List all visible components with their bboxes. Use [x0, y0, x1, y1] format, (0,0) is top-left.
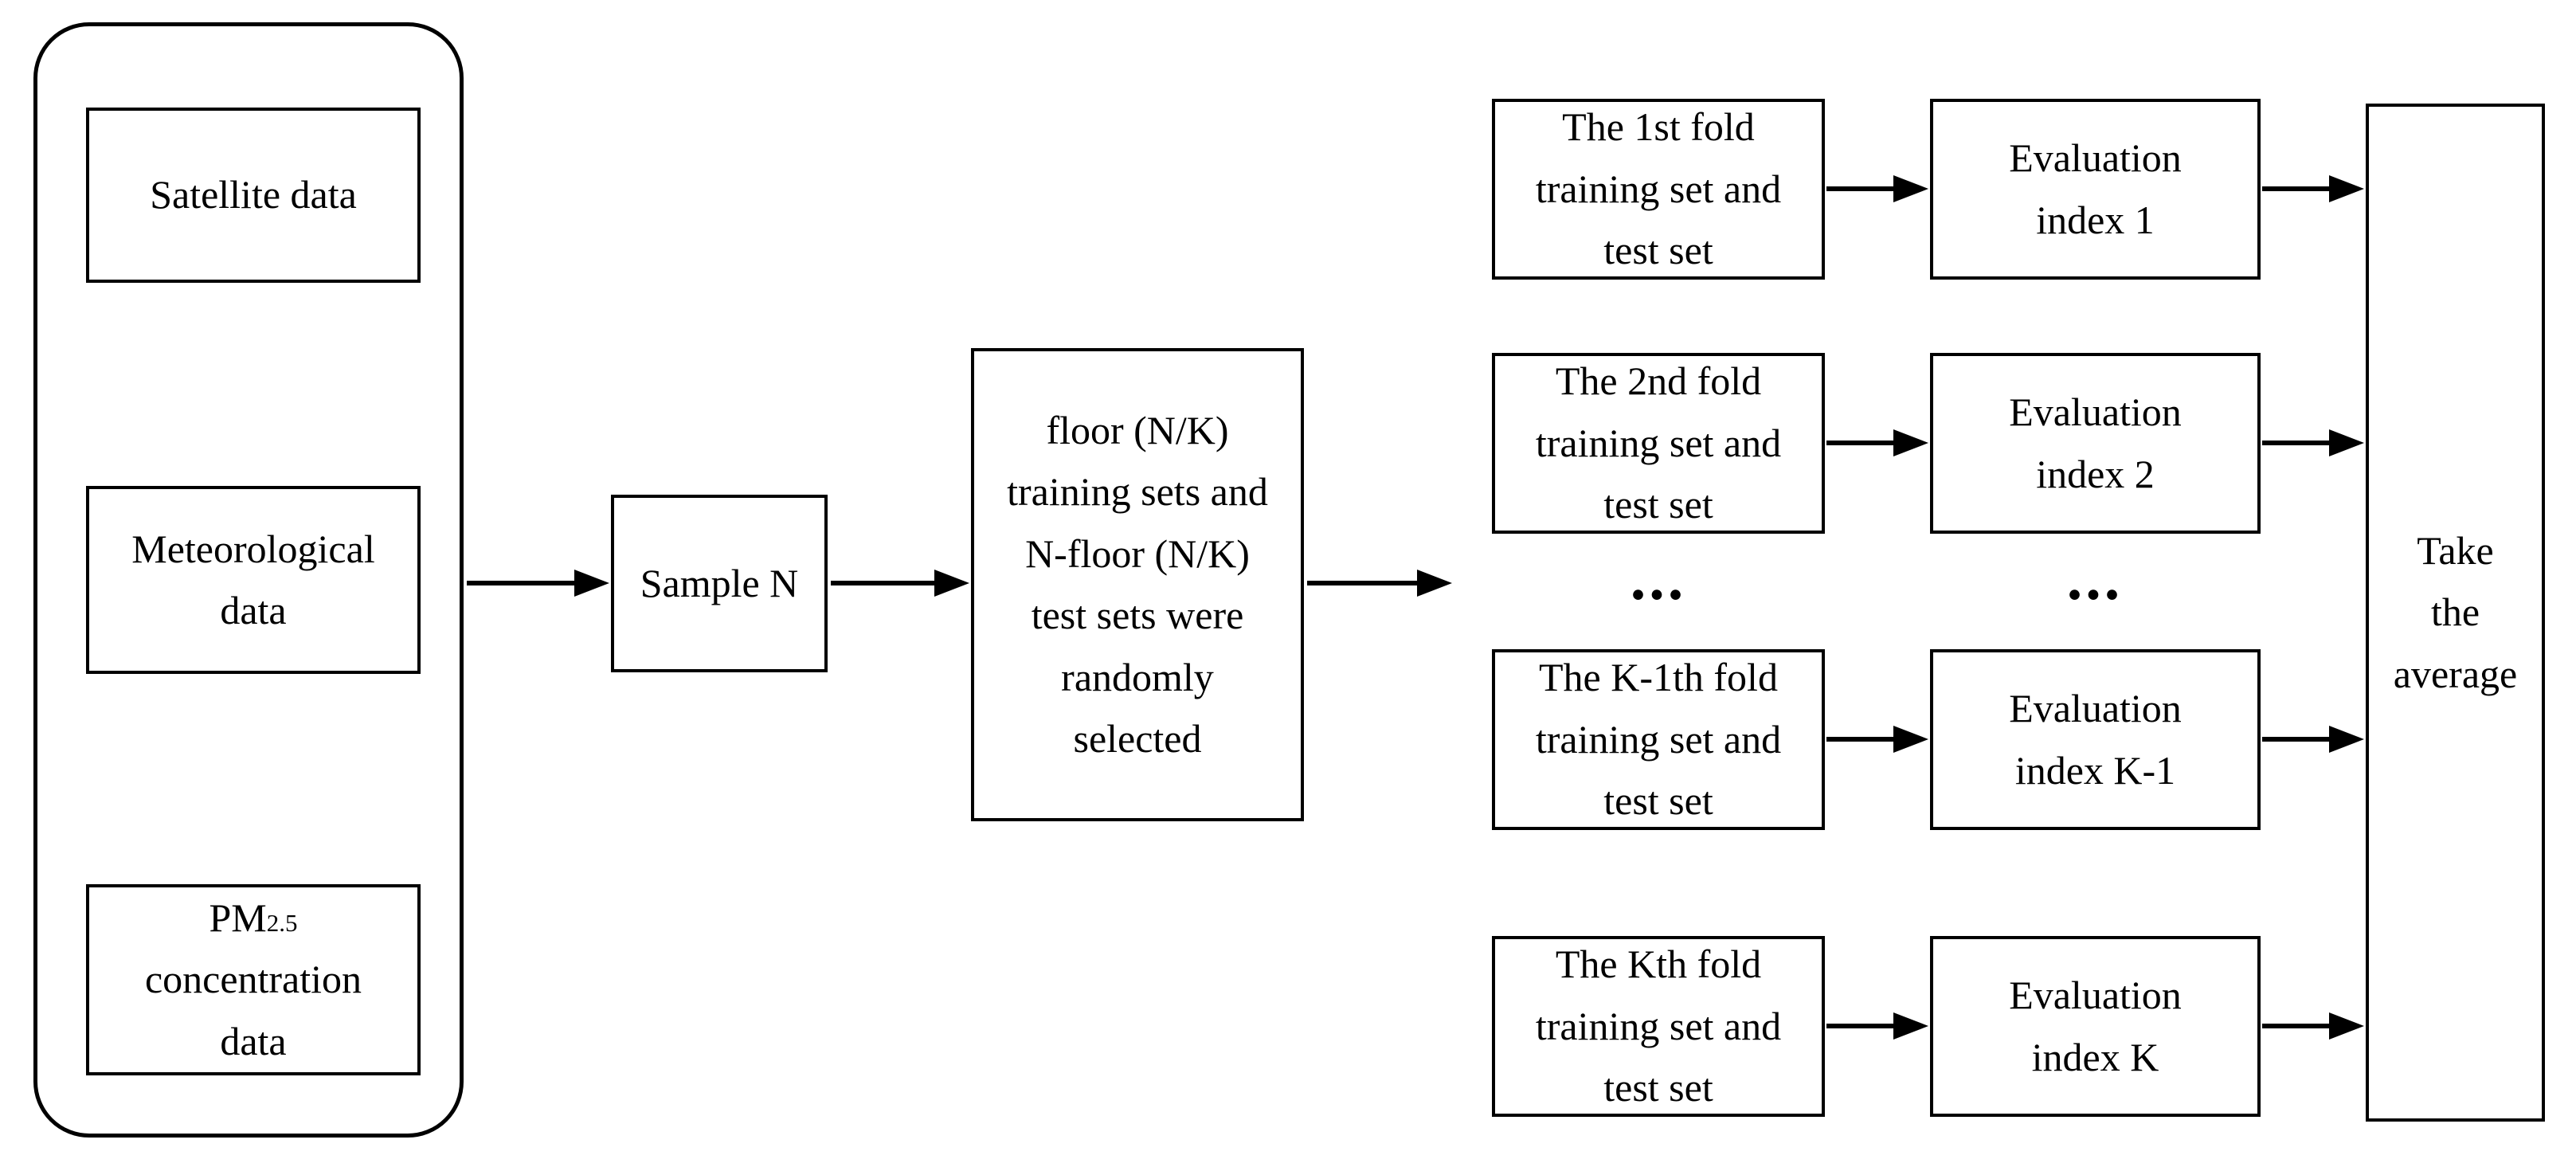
fold-k-1-box: The K-1th fold training set and test set: [1492, 649, 1825, 830]
satellite-data-box: Satellite data: [86, 108, 421, 283]
arrow-fold2-to-eval2: [1826, 429, 1928, 457]
arrow-sample-to-split: [831, 569, 969, 597]
arrow-head-icon: [1893, 429, 1928, 456]
arrow-shaft: [1826, 186, 1893, 191]
arrow-evalk1-to-average: [2262, 725, 2364, 754]
arrow-fold1-to-eval1: [1826, 174, 1928, 203]
arrow-head-icon: [1893, 726, 1928, 753]
arrow-shaft: [1307, 581, 1417, 585]
arrow-foldk-to-evalk: [1826, 1012, 1928, 1040]
arrow-shaft: [467, 581, 574, 585]
pm25-prefix: PM: [209, 895, 267, 940]
arrow-head-icon: [934, 570, 969, 597]
arrow-shaft: [2262, 1024, 2329, 1028]
fold-1-box: The 1st fold training set and test set: [1492, 99, 1825, 280]
evaluation-k-box: Evaluation index K: [1930, 936, 2261, 1117]
arrow-shaft: [2262, 441, 2329, 445]
arrow-head-icon: [2329, 1012, 2364, 1040]
evaluation-2-box: Evaluation index 2: [1930, 353, 2261, 534]
arrow-inputs-to-sample: [467, 569, 609, 597]
arrow-foldk1-to-evalk1: [1826, 725, 1928, 754]
arrow-head-icon: [574, 570, 609, 597]
arrow-head-icon: [2329, 726, 2364, 753]
arrow-split-to-folds: [1307, 569, 1452, 597]
arrow-head-icon: [1893, 175, 1928, 202]
evaluation-k-1-box: Evaluation index K-1: [1930, 649, 2261, 830]
fold-ellipsis: ...: [1630, 543, 1687, 613]
evaluation-ellipsis: ...: [2066, 543, 2124, 613]
meteorological-data-box: Meteorological data: [86, 486, 421, 674]
evaluation-1-box: Evaluation index 1: [1930, 99, 2261, 280]
arrow-shaft: [1826, 737, 1893, 742]
arrow-eval1-to-average: [2262, 174, 2364, 203]
pm25-rest-label: concentration data: [144, 957, 362, 1063]
arrow-evalk-to-average: [2262, 1012, 2364, 1040]
fold-k-box: The Kth fold training set and test set: [1492, 936, 1825, 1117]
arrow-head-icon: [2329, 429, 2364, 456]
take-average-box: Take the average: [2366, 104, 2545, 1122]
fold-2-box: The 2nd fold training set and test set: [1492, 353, 1825, 534]
arrow-shaft: [2262, 186, 2329, 191]
split-selection-box: floor (N/K) training sets and N-floor (N…: [971, 348, 1304, 821]
arrow-head-icon: [1417, 570, 1452, 597]
arrow-shaft: [2262, 737, 2329, 742]
sample-n-box: Sample N: [611, 495, 828, 672]
arrow-shaft: [1826, 441, 1893, 445]
arrow-shaft: [831, 581, 934, 585]
pm25-subscript: 2.5: [266, 908, 298, 937]
arrow-shaft: [1826, 1024, 1893, 1028]
arrow-head-icon: [2329, 175, 2364, 202]
arrow-head-icon: [1893, 1012, 1928, 1040]
arrow-eval2-to-average: [2262, 429, 2364, 457]
